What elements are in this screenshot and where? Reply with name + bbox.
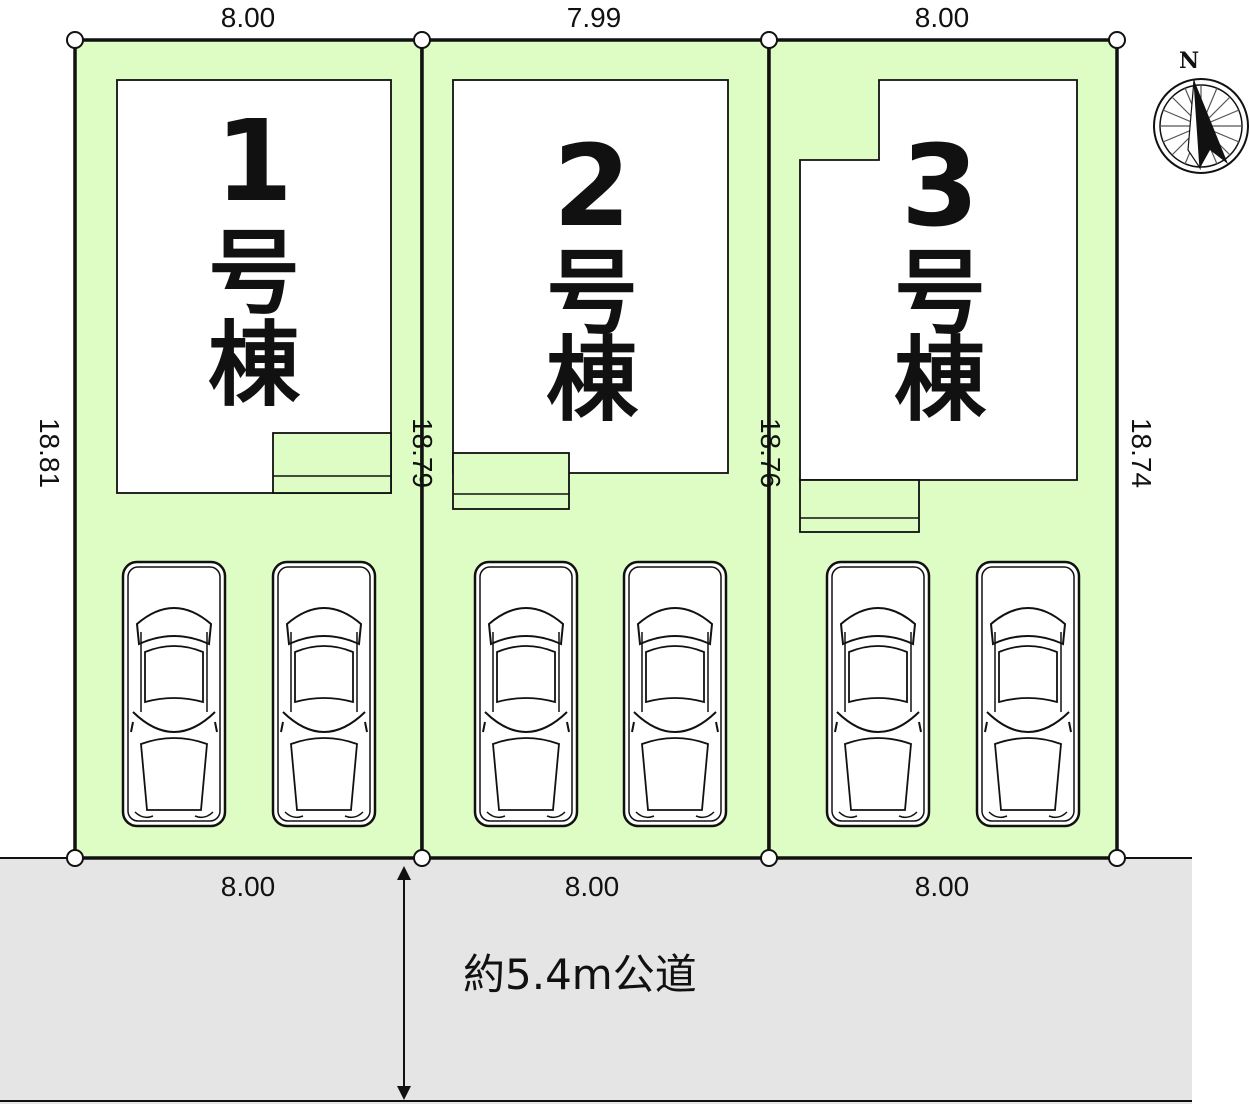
car-top-view-icon [271,560,377,828]
compass-label: N [1179,48,1199,74]
lot-3-right-depth: 18.74 [1126,418,1157,488]
lot-1-left-depth: 18.81 [34,418,65,488]
road-label: 約5.4m公道 [463,950,697,999]
compass-north-icon [1153,78,1249,174]
building-2-number: 2 [553,122,631,252]
building-1-char-go: 号 [208,220,300,327]
lot-1-top-width: 8.00 [221,2,276,33]
porch-2 [452,452,570,510]
lot-2-top-width: 7.99 [567,2,622,33]
building-1 [116,79,392,494]
boundary-markers [66,31,1126,867]
lot-1-bottom-width: 8.00 [221,871,276,902]
porch-3 [799,479,920,533]
building-1-char-to: 棟 [208,312,301,419]
building-1-number: 1 [215,97,293,227]
lot-3-left-depth: 18.76 [755,418,786,488]
porch-1 [272,432,392,494]
lot-2-bottom-width: 8.00 [565,871,620,902]
building-3-number: 3 [901,122,979,252]
lot-2-left-depth: 18.79 [407,418,438,488]
lot-3-bottom-width: 8.00 [915,871,970,902]
road-area [0,858,1192,1104]
car-top-view-icon [825,560,931,828]
building-3-char-go: 号 [894,240,986,347]
building-2 [452,79,729,474]
car-top-view-icon [473,560,579,828]
road-width-arrow [397,866,411,1100]
lot-3-top-width: 8.00 [915,2,970,33]
building-2-char-to: 棟 [546,327,639,434]
car-top-view-icon [975,560,1081,828]
building-3-char-to: 棟 [894,327,987,434]
car-top-view-icon [121,560,227,828]
building-2-char-go: 号 [546,240,638,347]
car-top-view-icon [622,560,728,828]
